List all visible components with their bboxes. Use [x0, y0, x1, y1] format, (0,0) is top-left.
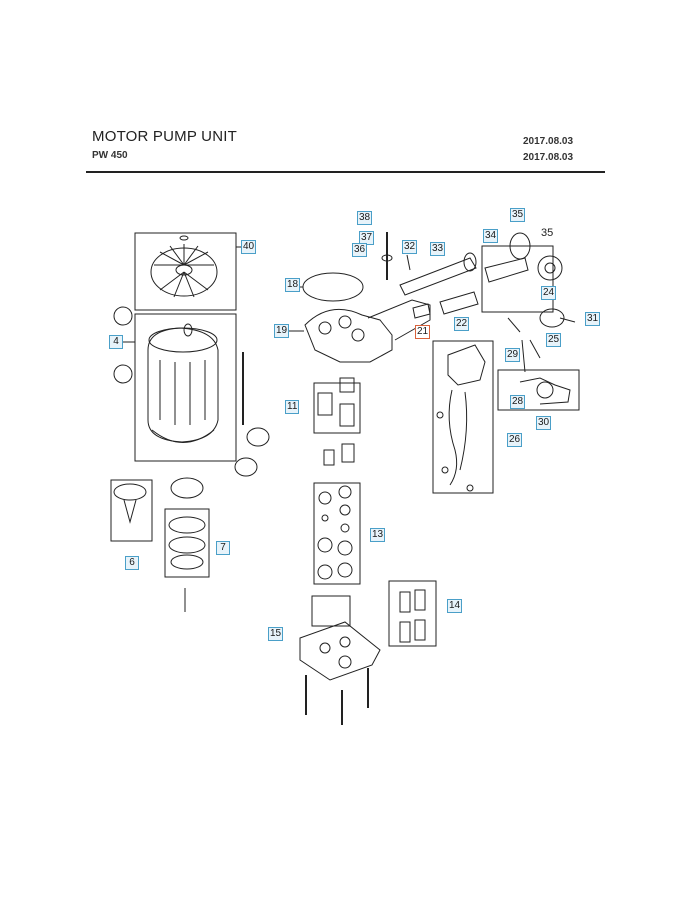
fan-cover-group: [134, 232, 241, 311]
page-title: MOTOR PUMP UNIT: [92, 128, 237, 145]
callout-6[interactable]: 6: [125, 556, 139, 570]
callout-4[interactable]: 4: [109, 335, 123, 349]
callout-15[interactable]: 15: [268, 627, 284, 641]
electrical-box-group: [432, 340, 494, 494]
callout-35-plain[interactable]: 35: [541, 227, 554, 239]
callout-40[interactable]: 40: [241, 240, 257, 254]
callout-21[interactable]: 21: [415, 325, 431, 339]
header-rule: [86, 171, 605, 173]
outlet-connector: [539, 308, 576, 328]
callout-38[interactable]: 38: [357, 211, 373, 225]
callout-28[interactable]: 28: [510, 395, 526, 409]
motor-group: [113, 306, 270, 477]
manifold-15: [299, 595, 381, 725]
pressure-switch-group: [497, 369, 580, 411]
callout-34[interactable]: 34: [483, 229, 499, 243]
pump-shaft-group: [381, 232, 563, 313]
callout-7[interactable]: 7: [216, 541, 230, 555]
callout-22[interactable]: 22: [454, 317, 470, 331]
callout-29[interactable]: 29: [505, 348, 521, 362]
valve-stack-11: [313, 377, 361, 466]
callout-14[interactable]: 14: [447, 599, 463, 613]
seal-kit-13: [313, 482, 361, 585]
callout-19[interactable]: 19: [274, 324, 290, 338]
callout-33[interactable]: 33: [430, 242, 446, 256]
callout-25[interactable]: 25: [546, 333, 562, 347]
callout-30[interactable]: 30: [536, 416, 552, 430]
flange-group: [110, 477, 210, 612]
callout-11[interactable]: 11: [285, 400, 300, 414]
callout-24[interactable]: 24: [541, 286, 557, 300]
revision-date-1: 2017.08.03: [523, 136, 574, 147]
callout-35[interactable]: 35: [510, 208, 526, 222]
model-name: PW 450: [92, 150, 128, 161]
callout-31[interactable]: 31: [585, 312, 601, 326]
valve-group: [412, 291, 541, 373]
callout-26[interactable]: 26: [507, 433, 523, 447]
callout-18[interactable]: 18: [285, 278, 301, 292]
callout-32[interactable]: 32: [402, 240, 418, 254]
callout-13[interactable]: 13: [370, 528, 386, 542]
pump-head-group: [289, 272, 431, 363]
revision-date-2: 2017.08.03: [523, 152, 574, 163]
callout-36[interactable]: 36: [352, 243, 368, 257]
valve-kit-14: [388, 580, 437, 647]
